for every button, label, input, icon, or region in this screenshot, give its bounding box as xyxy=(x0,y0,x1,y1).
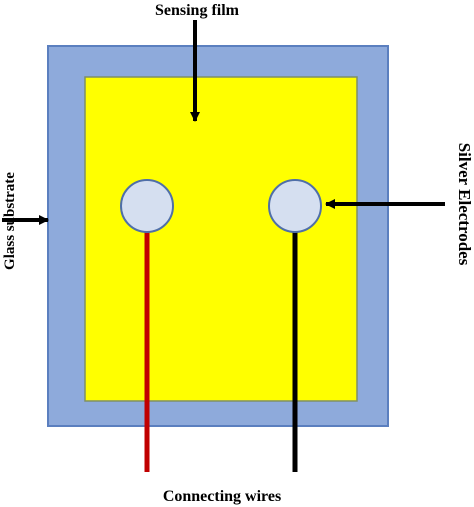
sensing-film-label: Sensing film xyxy=(155,2,240,19)
sensing-film xyxy=(84,76,358,402)
glass-substrate-label: Glass substrate xyxy=(2,172,18,270)
connecting-wires-label: Connecting wires xyxy=(163,488,281,505)
silver-electrodes-label: Silver Electrodes xyxy=(455,143,474,266)
silver-electrode-left xyxy=(120,179,174,233)
silver-electrode-right xyxy=(268,179,322,233)
